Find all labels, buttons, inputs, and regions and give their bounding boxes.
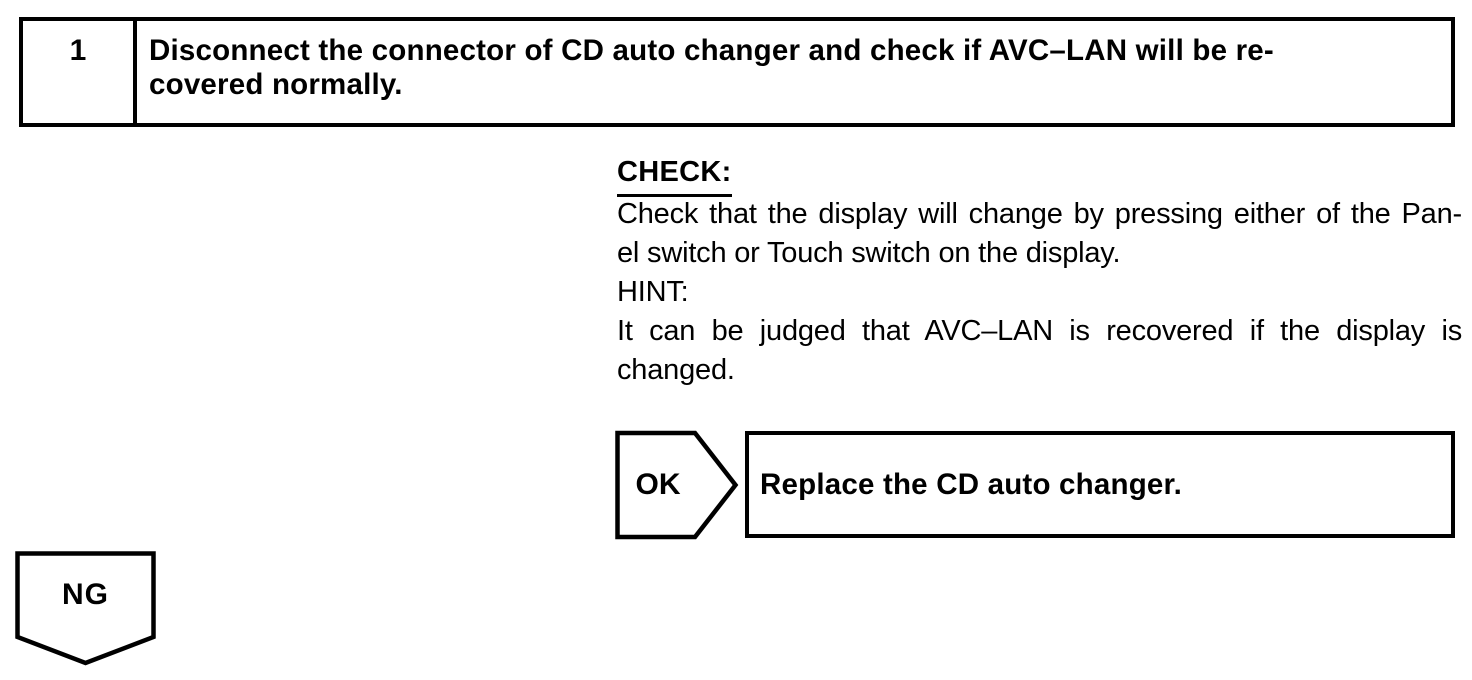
check-text-line-1: Check that the display will change by pr… [617, 198, 1462, 230]
hint-text-line-2: changed. [617, 354, 735, 386]
check-heading: CHECK: [617, 153, 732, 197]
ng-arrow-icon [15, 551, 156, 666]
step-instruction-line-2: covered normally. [149, 68, 403, 101]
check-section: CHECK: Check that the display will chang… [617, 153, 1462, 390]
check-heading-row: CHECK: [617, 153, 1462, 197]
hint-text-line-1: It can be judged that AVC–LAN is recover… [617, 315, 1462, 347]
ok-action-text: Replace the CD auto changer. [760, 467, 1182, 501]
step-box: 1 Disconnect the connector of CD auto ch… [19, 17, 1455, 127]
check-text-line-2: el switch or Touch switch on the display… [617, 237, 1121, 269]
hint-label: HINT: [617, 276, 689, 308]
step-instruction: Disconnect the connector of CD auto chan… [137, 21, 1451, 123]
ok-arrow-icon [615, 430, 739, 540]
ng-connector: NG [15, 551, 156, 666]
step-number: 1 [23, 21, 137, 123]
ok-label: OK [635, 468, 681, 501]
step-instruction-line-1: Disconnect the connector of CD auto chan… [149, 34, 1274, 67]
ng-label: NG [62, 578, 109, 611]
ok-connector: OK [615, 430, 739, 540]
ok-action-box: Replace the CD auto changer. [745, 431, 1455, 538]
